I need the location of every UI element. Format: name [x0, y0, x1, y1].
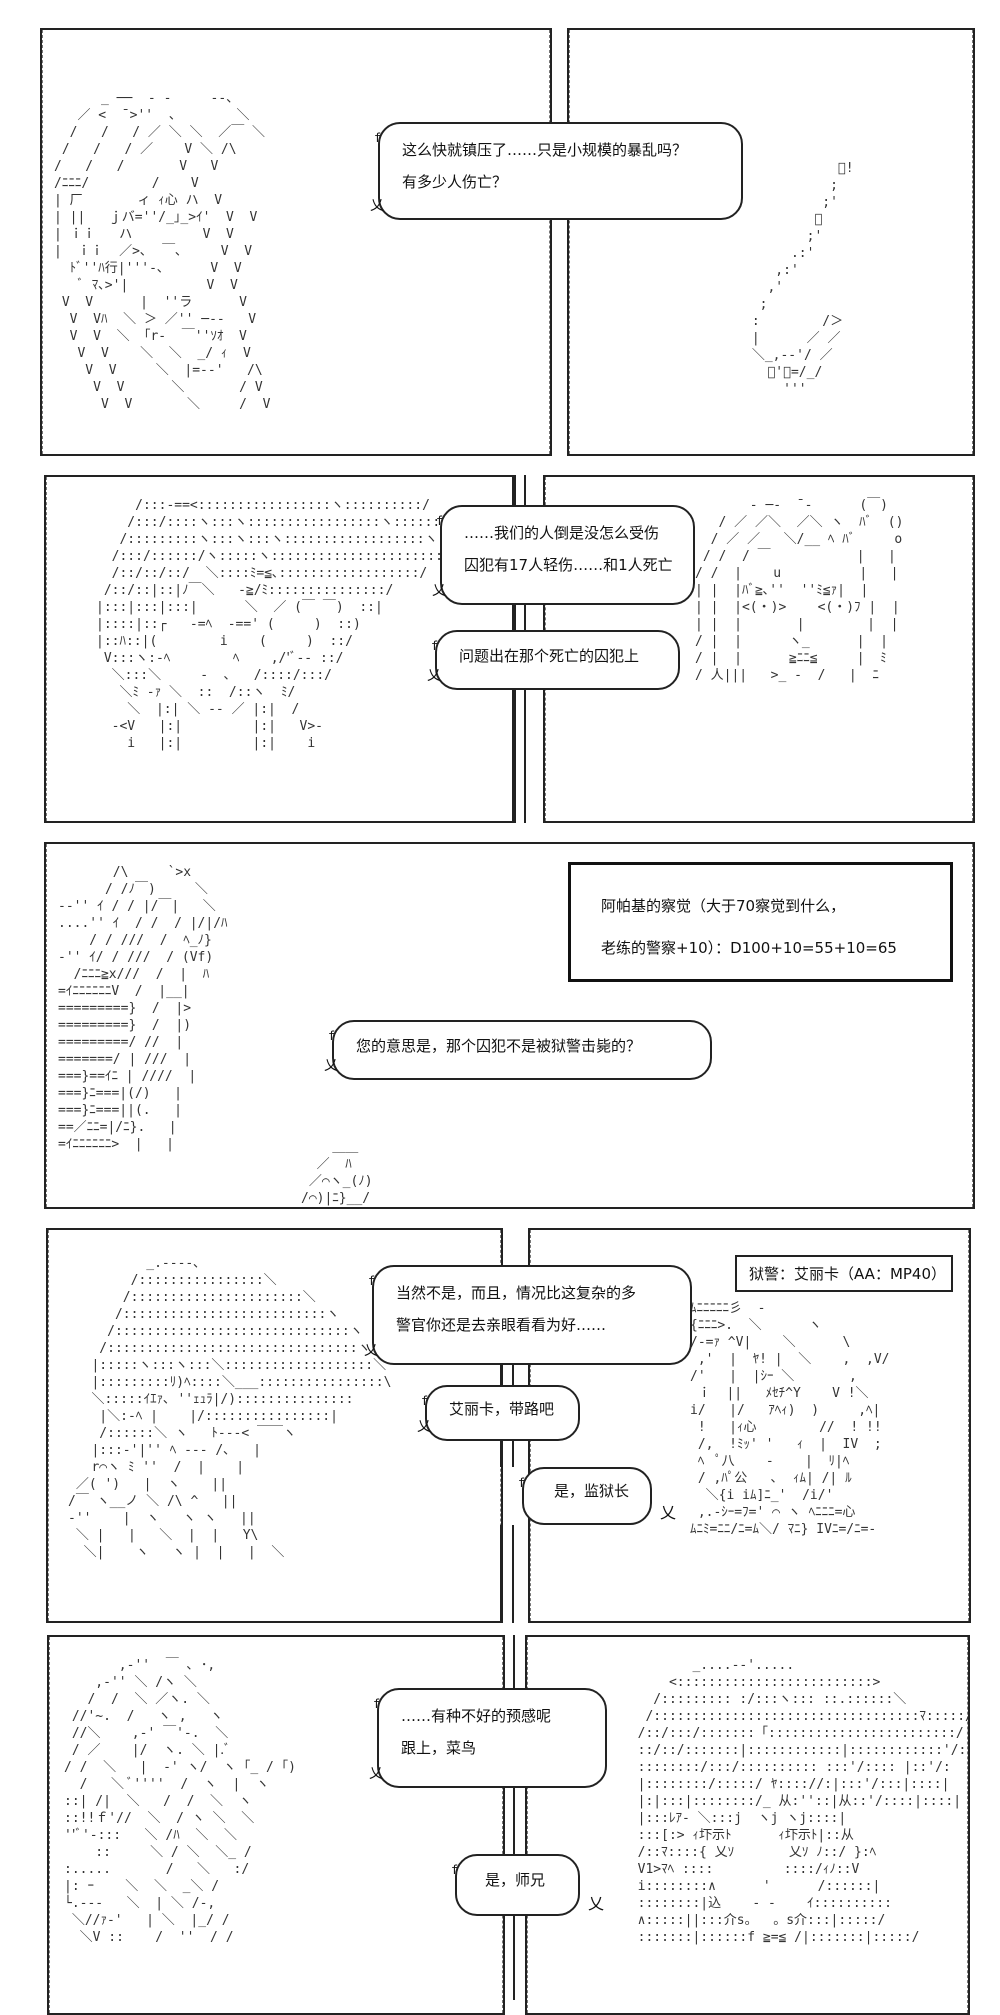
- bubble-tail-mark: 乂: [417, 1419, 431, 1435]
- bubble-text: 这么快就镇压了……只是小规模的暴乱吗？: [402, 141, 688, 159]
- bubble-text: 警官你还是去亲眼看看为好……: [396, 1316, 607, 1334]
- bubble-mark-f: f: [374, 131, 382, 145]
- bubble-connector: [512, 605, 526, 630]
- bubble-text: 有多少人伤亡？: [402, 173, 508, 191]
- bubble-tail-mark: 乂: [587, 1894, 604, 1913]
- bubble-mark-f: f: [436, 514, 444, 528]
- ascii-art-character-hood: _ ── - - ‐-、 ／ < ̄ >'' 、 ＼ / / / ／ ＼ ＼ ／…: [54, 91, 271, 412]
- bubble-text: 您的意思是，那个囚犯不是被狱警击毙的？: [356, 1037, 642, 1055]
- bubble-connector: [513, 1788, 527, 1854]
- bubble-mark-f: f: [518, 1476, 526, 1490]
- bubble-connector: [500, 1365, 514, 1385]
- bubble-tail-mark: 乂: [370, 198, 384, 214]
- bubble-text: 是，师兄: [485, 1871, 546, 1889]
- speech-bubble-1: f 这么快就镇压了……只是小规模的暴乱吗？ 有多少人伤亡？ 乂: [370, 122, 743, 220]
- bubble-tail-mark: 乂: [364, 1343, 378, 1359]
- bubble-text: ……我们的人倒是没怎么受伤: [464, 524, 660, 542]
- ascii-art-warden-hat: _.-‐‐-､ /::::::::::::::::＼ /::::::::::::…: [68, 1256, 392, 1560]
- bubble-mark-f: f: [421, 1394, 429, 1408]
- bubble-connector: [512, 475, 526, 505]
- info-text: 老练的警察+10）：D100+10=55+10=65: [601, 939, 897, 957]
- info-text: 阿帕基的察觉（大于70察觉到什么，: [601, 897, 846, 915]
- speech-bubble-7: f 是，监狱长 乂: [518, 1467, 676, 1525]
- speech-bubble-2: f ……我们的人倒是没怎么受伤 囚犯有17人轻伤……和1人死亡 乂: [432, 505, 695, 605]
- panel-row1-left: _ ── - - ‐-、 ／ < ̄ >'' 、 ＼ / / / ／ ＼ ＼ ／…: [40, 28, 552, 456]
- bubble-mark-f: f: [431, 639, 439, 653]
- bubble-mark-f: f: [368, 1274, 376, 1288]
- ascii-art-hand: ＿＿ ／ ﾊ ／⌒ヽ_(ﾉ) /⌒)|ﾆ}__/: [301, 1140, 373, 1206]
- panel-row1-right: ﾞ! ; ;' ﾞ ;' .:' ,:' ,' ; : /＞ | ／ ／ ＼_,…: [567, 28, 975, 456]
- bubble-text: 囚犯有17人轻伤……和1人死亡: [464, 556, 673, 574]
- panel-row2-right: ‐ ─‐ ̄ ‐ (￣) / ／ ／＼ ／＼ ヽ ﾊﾞ () / ／ ／ ＼/_…: [543, 475, 975, 823]
- ascii-art-detective-hand: ,-'' ￣ ､ ･, ,-'' ＼ /ヽ ＼ / / ＼ ／ヽ. ＼ //'~…: [64, 1658, 297, 1945]
- bubble-text: 是，监狱长: [554, 1482, 630, 1500]
- bubble-connector: [500, 1441, 514, 1467]
- ascii-art-rookie-face: _....‐‐'..... <:::::::::::::::::::::::::…: [637, 1658, 970, 1945]
- character-name-box: 狱警：艾丽卡（AA：MP40）: [735, 1255, 953, 1292]
- bubble-connector: [513, 1916, 527, 2000]
- bubble-text: 当然不是，而且，情况比这复杂的多: [396, 1284, 637, 1302]
- ascii-art-warden-face: /:::-==<:::::::::::::::::ヽ::::::::::/ /:…: [96, 498, 469, 751]
- ascii-art-surprised-character: ‐ ─‐ ̄ ‐ (￣) / ／ ／＼ ／＼ ヽ ﾊﾞ () / ／ ／ ＼/_…: [695, 498, 904, 683]
- speech-bubble-5: f 当然不是，而且，情况比这复杂的多 警官你还是去亲眼看看为好…… 乂: [364, 1265, 692, 1365]
- speech-bubble-3: f 问题出在那个死亡的囚犯上 乂: [427, 630, 680, 690]
- ascii-art-smoke-cigarette: ﾞ! ; ;' ﾞ ;' .:' ,:' ,' ; : /＞ | ／ ／ ＼_,…: [751, 161, 854, 397]
- bubble-tail-mark: 乂: [659, 1503, 676, 1522]
- bubble-text: 跟上，菜鸟: [401, 1739, 477, 1757]
- bubble-tail-mark: 乂: [427, 668, 441, 684]
- bubble-mark-f: f: [373, 1697, 381, 1711]
- bubble-text: 问题出在那个死亡的囚犯上: [459, 647, 640, 665]
- bubble-connector: [512, 690, 526, 823]
- character-name-text: 狱警：艾丽卡（AA：MP40）: [749, 1265, 947, 1283]
- speech-bubble-6: f 艾丽卡，带路吧 乂: [417, 1385, 580, 1441]
- speech-bubble-4: f 您的意思是，那个囚犯不是被狱警击毙的？ 乂: [324, 1020, 712, 1080]
- bubble-mark-f: f: [451, 1863, 459, 1877]
- bubble-tail-mark: 乂: [369, 1766, 383, 1782]
- bubble-text: 艾丽卡，带路吧: [449, 1400, 555, 1418]
- ascii-art-detective-side: /\ `>x / /ﾉ￣) ＼ ‐‐'' ｲ / / |/￣| ＼ ....''…: [58, 865, 228, 1152]
- bubble-connector: [500, 1525, 514, 1623]
- bubble-connector: [513, 1635, 527, 1688]
- bubble-tail-mark: 乂: [432, 583, 446, 599]
- ascii-art-guard-erica: ﾑﾆﾆﾆﾆﾆ彡 ‐ {ﾆﾆﾆ>. ＼ ヽ /‐=ｧ ^V| ＼ \ ,' | ﾔ…: [690, 1301, 890, 1537]
- speech-bubble-8: f ……有种不好的预感呢 跟上，菜鸟 乂: [369, 1688, 607, 1788]
- bubble-mark-f: f: [328, 1029, 336, 1043]
- bubble-text: ……有种不好的预感呢: [401, 1707, 552, 1725]
- speech-bubble-9: f 是，师兄 乂: [451, 1854, 604, 1916]
- dice-roll-info-box: 阿帕基的察觉（大于70察觉到什么， 老练的警察+10）：D100+10=55+1…: [568, 862, 953, 982]
- bubble-tail-mark: 乂: [324, 1058, 338, 1074]
